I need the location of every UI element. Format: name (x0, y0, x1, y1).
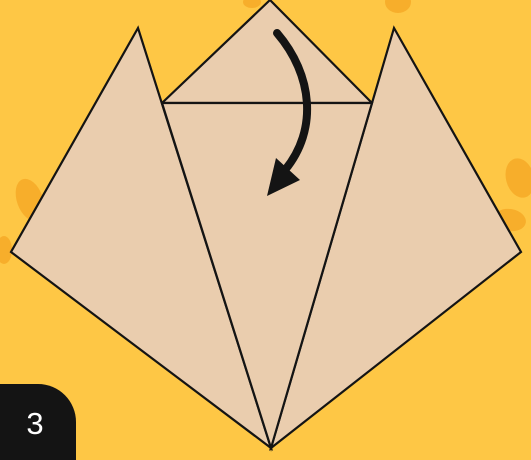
paw-pad (0, 236, 12, 264)
top-flap (162, 0, 372, 103)
step-number: 3 (26, 406, 43, 442)
paw-pad (501, 155, 531, 201)
paper-shape (11, 0, 521, 448)
paw-pad (385, 0, 411, 13)
step-number-badge: 3 (0, 384, 76, 460)
paw-pad (243, 0, 261, 8)
